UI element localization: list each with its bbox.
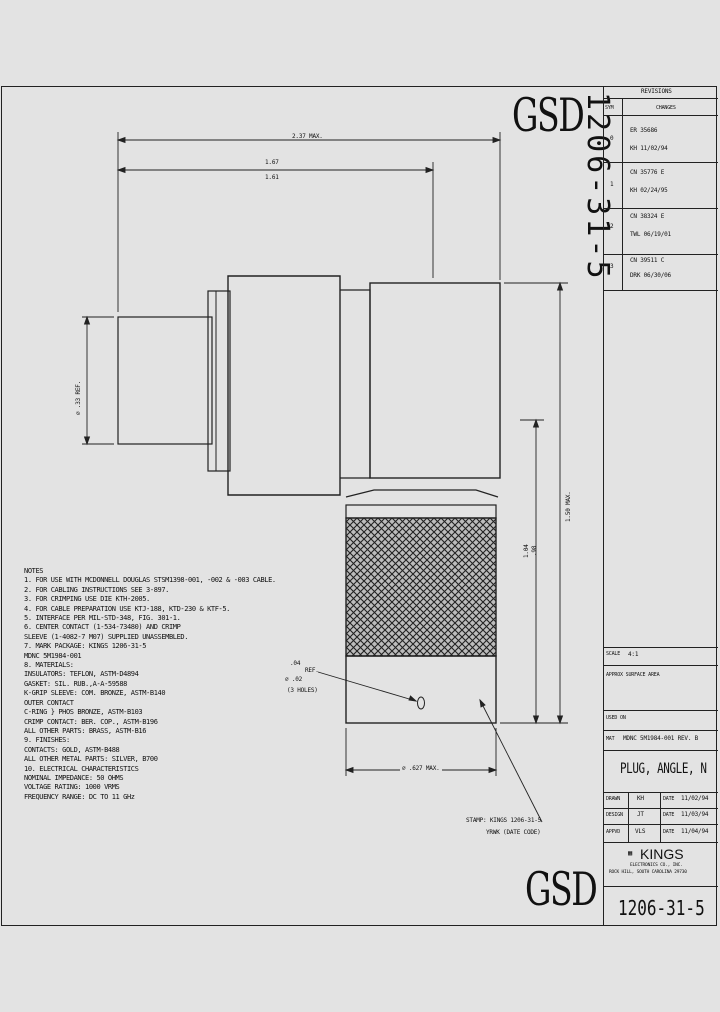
note-line: OUTER CONTACT [24, 698, 74, 707]
stamp-line1: STAMP: KINGS 1206-31-5 [466, 817, 542, 824]
rev-line2: KH 02/24/95 [630, 187, 668, 194]
note-line: 7. MARK PACKAGE: KINGS 1206-31-5 [24, 642, 147, 651]
dim-height-b: .98 [531, 545, 538, 556]
rev-line1: CN 38324 E [630, 213, 665, 220]
note-line: GASKET: SIL. RUB.,A-A-59588 [24, 679, 127, 688]
stamp-line2: YRWK (DATE CODE) [486, 829, 541, 836]
mat-value: MDNC 5M1984-001 REV. B [623, 735, 699, 742]
rev-sym: 0 [610, 135, 614, 142]
kings-logo-icon: ▦ [628, 849, 633, 857]
company-line2: ELECTRONICS CO., INC. [630, 863, 683, 868]
drawn-date: 11/02/94 [681, 795, 709, 802]
gsd-watermark-top: GSD [512, 88, 585, 142]
dim-height-a: 1.04 [523, 544, 530, 558]
appvd-date-label: DATE [663, 829, 675, 835]
note-line: CONTACTS: GOLD, ASTM-B488 [24, 745, 120, 754]
dim-hole-ref: .04 [290, 660, 301, 667]
drawing-sheet-border [1, 86, 717, 926]
dim-hole-ref-label: REF. [305, 667, 319, 674]
dim-hole-count: (3 HOLES) [287, 687, 318, 694]
rev-sym: 3 [610, 263, 614, 270]
dim-ref-diameter: ⌀ .33 REF. [75, 380, 82, 415]
part-title: PLUG, ANGLE, N [620, 761, 707, 777]
note-line: SLEEVE (1-4082-7 M07) SUPPLIED UNASSEMBL… [24, 632, 189, 641]
dim-body-length-max: 1.67 [265, 159, 279, 166]
appvd-date: 11/04/94 [681, 828, 709, 835]
note-line: 4. FOR CABLE PREPARATION USE KTJ-188, KT… [24, 604, 230, 613]
company-line3: ROCK HILL, SOUTH CAROLINA 29730 [609, 870, 687, 875]
drawn-by: KH [637, 795, 644, 802]
nut-body [345, 655, 497, 724]
rev-line2: TWL 06/19/01 [630, 231, 671, 238]
rev-line1: ER 35686 [630, 127, 658, 134]
note-line: FREQUENCY RANGE: DC TO 11 GHz [24, 792, 135, 801]
revision-panel [603, 86, 719, 926]
note-line: MDNC 5M1984-001 [24, 651, 82, 660]
notes-heading: NOTES [24, 567, 44, 575]
note-line: ALL OTHER PARTS: BRASS, ASTM-B16 [24, 726, 147, 735]
used-on-label: USED ON [606, 715, 626, 721]
revisions-title: REVISIONS [641, 88, 672, 95]
note-line: 5. INTERFACE PER MIL-STD-348, FIG. 301-1… [24, 614, 181, 623]
appvd-label: APPVD [606, 829, 621, 835]
design-date-label: DATE [663, 812, 675, 818]
scale-value: 4:1 [628, 651, 639, 658]
mat-label: MAT [606, 736, 615, 742]
dim-width-max: ⌀ .627 MAX. [400, 765, 442, 772]
rev-line2: DRK 06/30/06 [630, 272, 671, 279]
knurled-coupling-nut [345, 517, 497, 657]
design-date: 11/03/94 [681, 811, 709, 818]
note-line: INSULATORS: TEFLON, ASTM-D4894 [24, 670, 139, 679]
drawn-label: DRAWN [606, 796, 621, 802]
note-line: 2. FOR CABLING INSTRUCTIONS SEE 3-897. [24, 585, 169, 594]
note-line: 8. MATERIALS: [24, 661, 74, 670]
note-line: 3. FOR CRIMPING USE DIE KTH-2005. [24, 595, 150, 604]
note-line: 9. FINISHES: [24, 736, 70, 745]
design-by: JT [637, 811, 644, 818]
dim-overall-length: 2.37 MAX. [292, 133, 323, 140]
scale-label: SCALE [606, 651, 621, 657]
note-line: NOMINAL IMPEDANCE: 50 OHMS [24, 773, 124, 782]
ferrule [207, 290, 231, 472]
note-line: C-RING } PHOS BRONZE, ASTM-B103 [24, 708, 143, 717]
part-number: 1206-31-5 [618, 896, 705, 920]
hole-mark [417, 696, 425, 710]
rev-line1: CN 35776 E [630, 169, 665, 176]
appvd-by: VLS [635, 828, 646, 835]
note-line: ALL OTHER METAL PARTS: SILVER, B700 [24, 755, 158, 764]
rev-line1: CN 39511 C [630, 257, 665, 264]
note-line: CRIMP CONTACT: BER. COP., ASTM-B196 [24, 717, 158, 726]
note-line: 6. CENTER CONTACT (1-534-73480) AND CRIM… [24, 623, 181, 632]
rev-sym: 2 [610, 223, 614, 230]
dim-hole-dia: ⌀ .02 [285, 676, 303, 683]
note-line: 10. ELECTRICAL CHARACTERISTICS [24, 764, 139, 773]
note-line: 1. FOR USE WITH MCDONNELL DOUGLAS STSM13… [24, 576, 276, 585]
drawn-date-label: DATE [663, 796, 675, 802]
angle-head [369, 282, 501, 479]
gsd-watermark-bottom: GSD [525, 862, 598, 916]
rev-line2: KH 11/02/94 [630, 145, 668, 152]
rev-col-changes: CHANGES [656, 105, 676, 111]
design-label: DESIGN [606, 812, 623, 818]
approx-surface-area-label: APPROX SURFACE AREA [606, 672, 660, 678]
dim-height-max: 1.50 MAX. [565, 491, 572, 522]
notes-block: NOTES 1. FOR USE WITH MCDONNELL DOUGLAS … [24, 567, 276, 802]
dim-body-length-min: 1.61 [265, 174, 279, 181]
rev-col-sym: SYM [605, 105, 614, 111]
note-line: K-GRIP SLEEVE: COM. BRONZE, ASTM-B140 [24, 689, 166, 698]
connector-body [227, 275, 341, 496]
cable-stub [117, 316, 213, 445]
rev-sym: 1 [610, 181, 614, 188]
note-line: VOLTAGE RATING: 1000 VRMS [24, 783, 120, 792]
company-name: KINGS [640, 846, 684, 862]
